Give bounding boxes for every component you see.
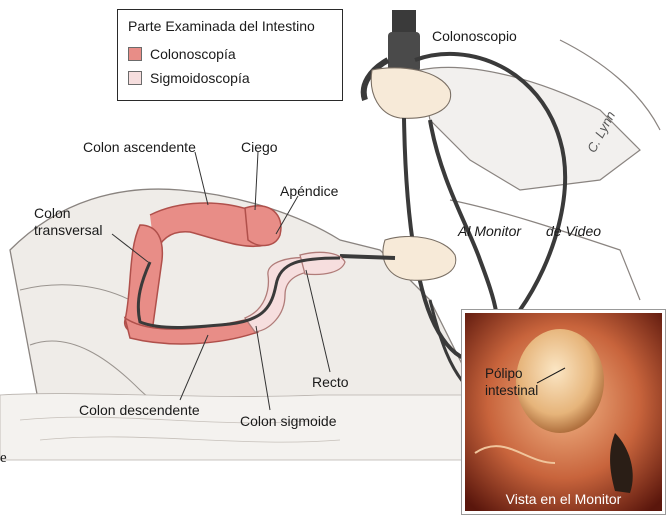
leader-polyp: [537, 368, 565, 383]
label-ciego: Ciego: [241, 139, 278, 155]
scope-eyepiece: [392, 10, 416, 32]
monitor-view: Pólipo intestinal Vista en el Monitor: [462, 310, 665, 514]
label-apendice: Apéndice: [280, 183, 338, 199]
scope-handle: [388, 32, 420, 72]
label-colon-transversal-line1: Colon: [34, 205, 71, 221]
label-colon-sigmoide: Colon sigmoide: [240, 413, 337, 429]
label-al-monitor: Al Monitor: [458, 223, 521, 239]
label-recto: Recto: [312, 374, 349, 390]
label-colon-transversal-line2: transversal: [34, 222, 102, 238]
label-de-video: de Video: [546, 223, 601, 239]
legend-swatch-sigmoidoscopia: [128, 71, 142, 85]
legend-swatch-colonoscopia: [128, 47, 142, 61]
label-colonoscopio: Colonoscopio: [432, 28, 517, 44]
label-edge-fragment: e: [0, 450, 7, 466]
legend-title: Parte Examinada del Intestino: [128, 18, 315, 34]
insertion-tube: [340, 256, 395, 258]
label-colon-descendente: Colon descendente: [79, 402, 200, 418]
monitor-caption: Vista en el Monitor: [465, 491, 662, 507]
legend-label-sigmoidoscopia: Sigmoidoscopía: [150, 70, 250, 86]
monitor-leader: [465, 313, 662, 511]
cecum: [245, 206, 281, 246]
legend-label-colonoscopia: Colonoscopía: [150, 46, 236, 62]
legend: Parte Examinada del Intestino Colonoscop…: [117, 9, 343, 101]
bed-sheet: [0, 394, 470, 460]
doctor-lower-arm: [450, 200, 640, 300]
label-colon-ascendente: Colon ascendente: [83, 139, 196, 155]
leader-ciego: [255, 152, 258, 210]
